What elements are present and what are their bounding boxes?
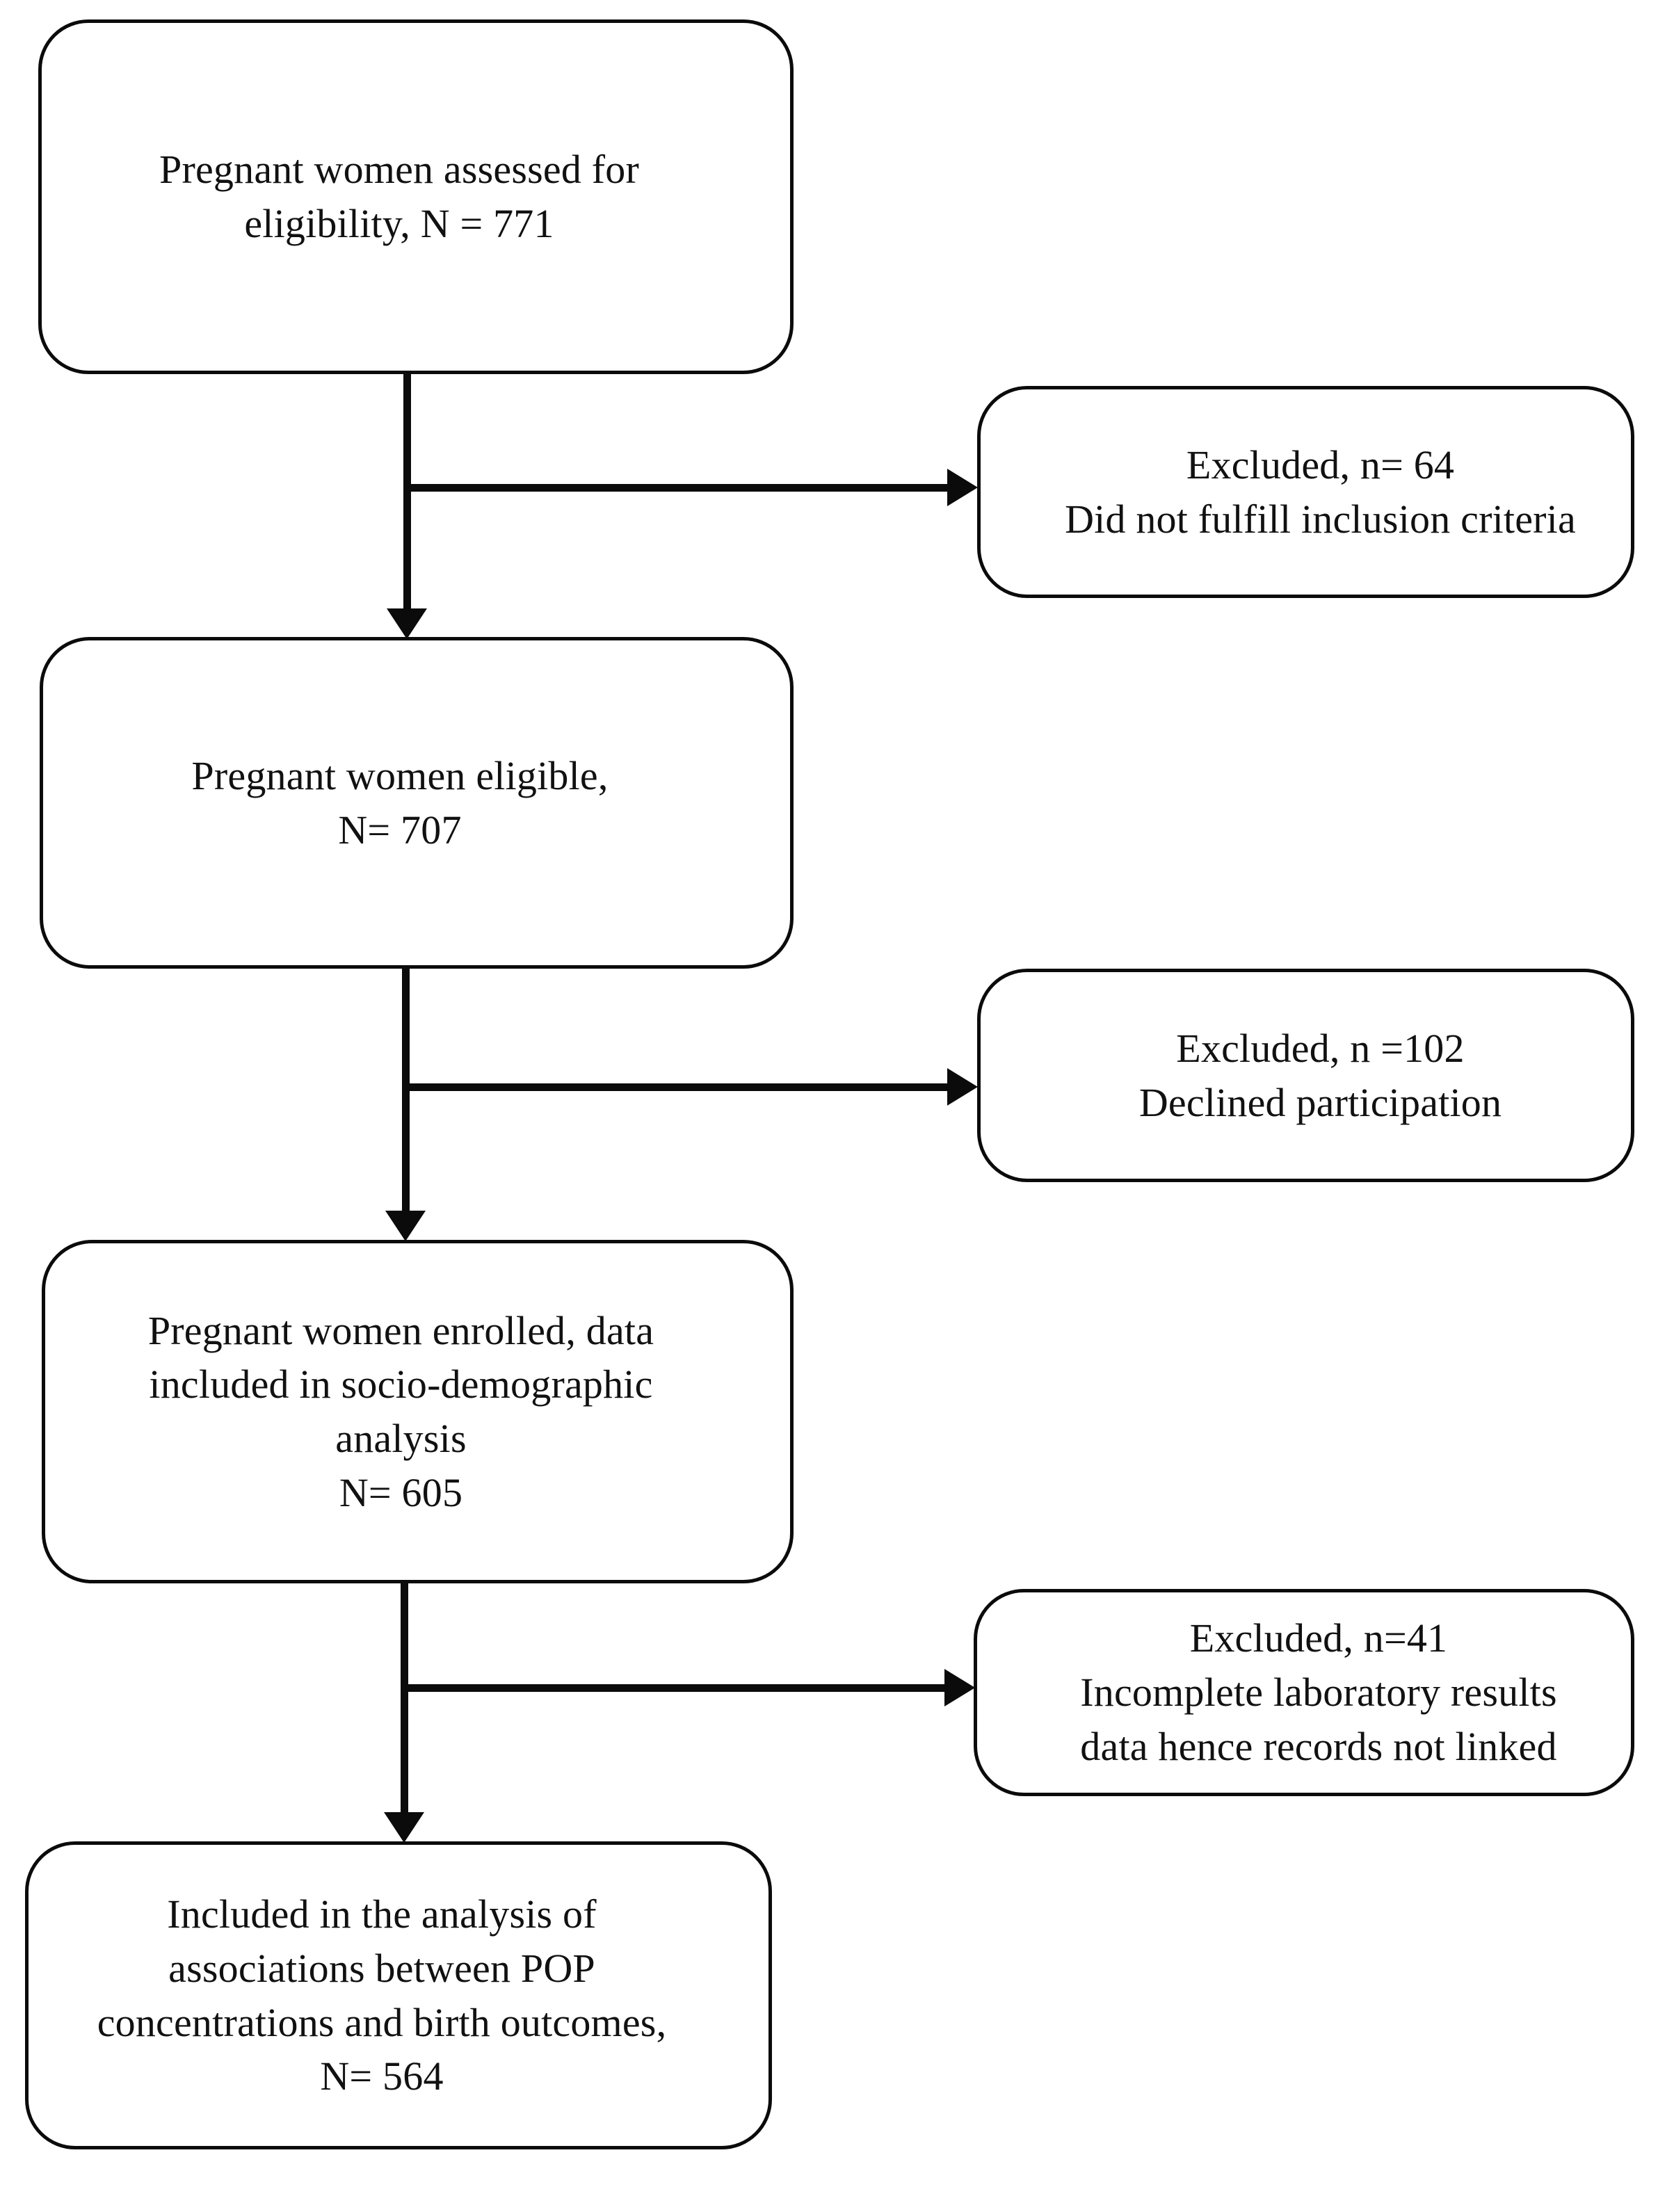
connector-branch-excluded-3: [401, 1684, 950, 1692]
excluded-2-label: Excluded, n =102 Declined participation: [1138, 1025, 1502, 1125]
excluded-3-label: Excluded, n=41 Incomplete laboratory res…: [1080, 1615, 1557, 1769]
node-excluded-incomplete-lab: Excluded, n=41 Incomplete laboratory res…: [974, 1589, 1634, 1796]
arrowhead-to-enrolled: [385, 1211, 426, 1241]
connector-branch-excluded-1: [403, 484, 953, 492]
connector-eligible-to-enrolled-lower: [402, 1083, 410, 1216]
excluded-1-label: Excluded, n= 64 Did not fulfill inclusio…: [1065, 442, 1576, 542]
arrowhead-to-excluded-2: [947, 1068, 978, 1106]
node-eligible-label: Pregnant women eligible, N= 707: [191, 752, 609, 853]
node-included-in-analysis: Included in the analysis of associations…: [25, 1841, 772, 2149]
node-assessed-label: Pregnant women assessed for eligibility,…: [159, 147, 639, 246]
arrowhead-to-eligible: [387, 608, 427, 639]
node-enrolled-label: Pregnant women enrolled, data included i…: [147, 1307, 654, 1515]
connector-enrolled-to-included-upper: [401, 1583, 408, 1691]
arrowhead-to-excluded-1: [947, 469, 978, 506]
connector-enrolled-to-included-lower: [401, 1684, 408, 1816]
node-included-label: Included in the analysis of associations…: [97, 1891, 667, 2099]
connector-assessed-to-eligible-lower: [403, 484, 411, 613]
arrowhead-to-excluded-3: [944, 1669, 975, 1706]
node-enrolled-socio-demographic: Pregnant women enrolled, data included i…: [42, 1240, 794, 1583]
connector-branch-excluded-2: [402, 1083, 953, 1091]
node-excluded-inclusion-criteria: Excluded, n= 64 Did not fulfill inclusio…: [977, 386, 1634, 598]
connector-assessed-to-eligible-upper: [403, 374, 411, 492]
node-eligible: Pregnant women eligible, N= 707: [40, 637, 794, 969]
node-assessed-for-eligibility: Pregnant women assessed for eligibility,…: [38, 19, 794, 374]
arrowhead-to-included: [384, 1812, 424, 1843]
connector-eligible-to-enrolled-upper: [402, 969, 410, 1090]
node-excluded-declined: Excluded, n =102 Declined participation: [977, 969, 1634, 1182]
